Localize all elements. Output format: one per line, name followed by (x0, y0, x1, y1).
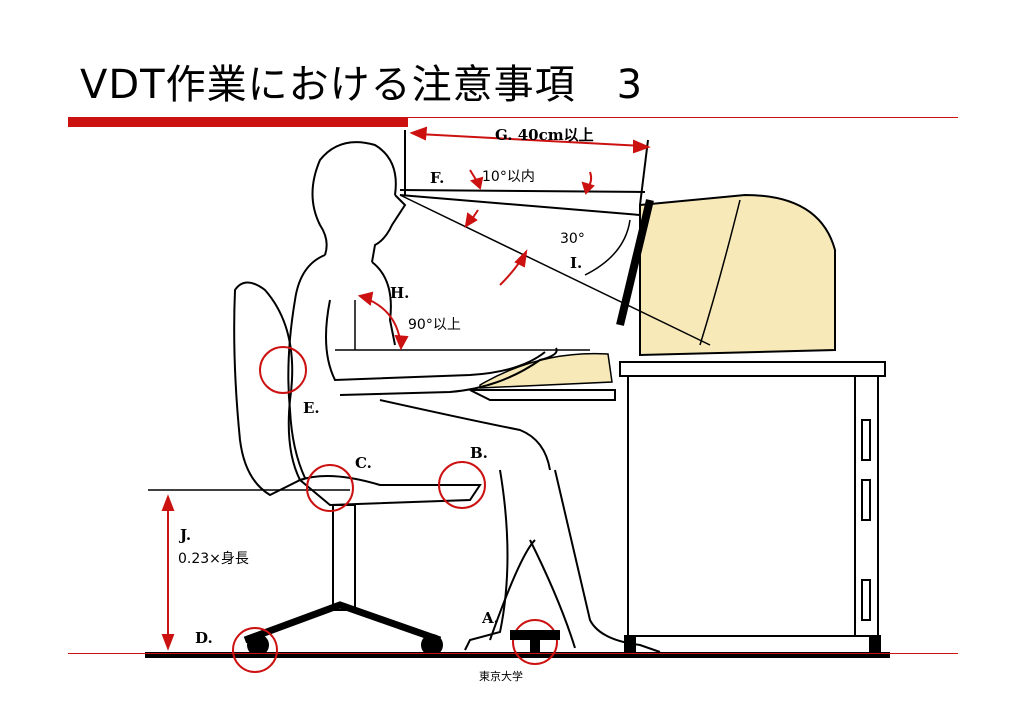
label-g: G. 40cm以上 (495, 126, 594, 144)
foot-rest (510, 630, 560, 652)
circle-e (259, 346, 307, 394)
label-b: B. (470, 444, 488, 462)
label-c: C. (355, 454, 372, 472)
label-f: F. (430, 169, 444, 187)
attention-circles (232, 346, 558, 673)
circle-a (512, 619, 558, 665)
sight-lines (335, 130, 711, 351)
label-h-angle: 90°以上 (408, 317, 461, 333)
slide-title: VDT作業における注意事項 3 (80, 62, 644, 108)
circle-b (438, 461, 486, 509)
label-j: J. (178, 526, 191, 544)
label-f-angle: 10°以内 (482, 169, 535, 185)
person-outline (287, 141, 661, 653)
desk (619, 361, 886, 653)
label-h: H. (390, 284, 409, 302)
label-i: I. (570, 254, 582, 272)
measurement-arrows (161, 126, 651, 651)
footer-text: 東京大学 (479, 670, 523, 683)
circle-d (232, 627, 278, 673)
label-i-angle: 30° (560, 231, 585, 247)
label-e: E. (303, 399, 320, 417)
title-rule-thin (408, 117, 958, 118)
label-d: D. (195, 629, 213, 647)
footer-rule (68, 653, 958, 654)
label-a: A. (481, 609, 499, 627)
title-rule-thick (68, 117, 408, 127)
keyboard-tray (469, 352, 616, 401)
circle-c (306, 464, 354, 512)
monitor (616, 193, 836, 357)
label-j-formula: 0.23×身長 (178, 551, 249, 567)
